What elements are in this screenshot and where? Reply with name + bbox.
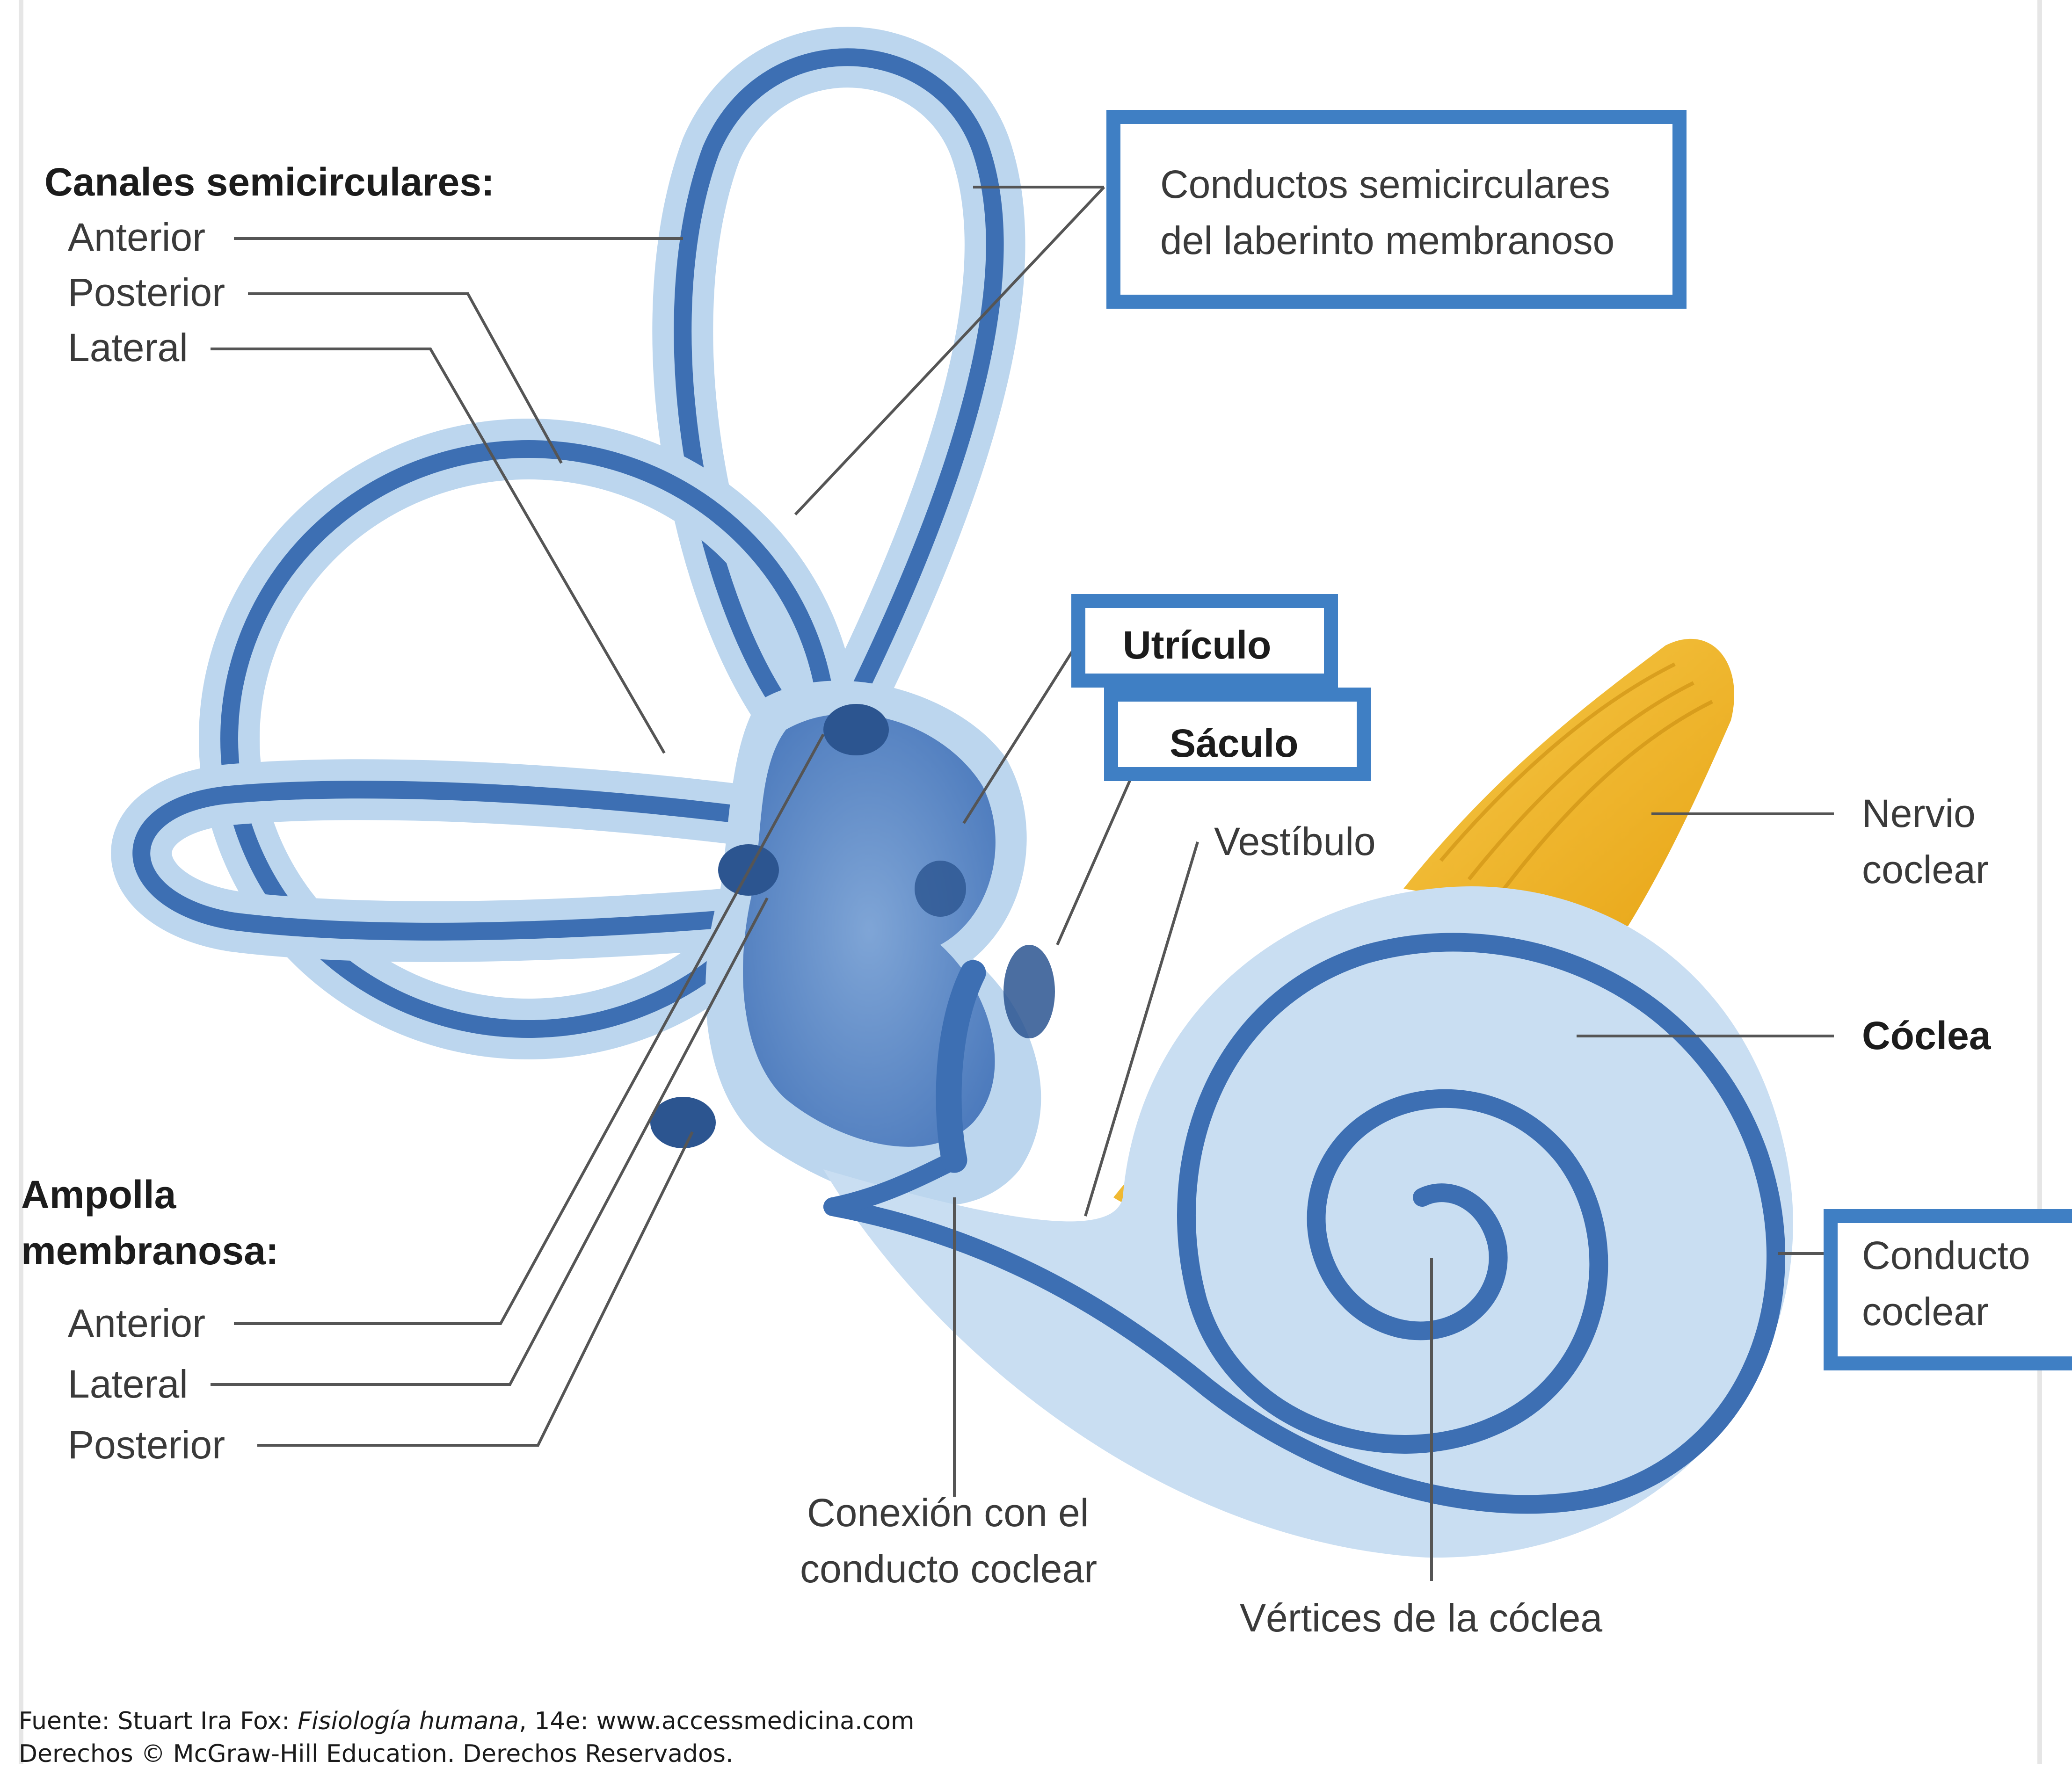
conexion-label-line1: Conexión con el — [807, 1485, 1089, 1540]
conexion-label-line2: conducto coclear — [800, 1541, 1097, 1596]
cochlea — [823, 886, 1793, 1558]
ampolla-header-line2: membranosa: — [21, 1223, 279, 1278]
conductos-label-line1: Conductos semicirculares — [1160, 157, 1610, 212]
conducto-coclear-label-line2: coclear — [1862, 1284, 1989, 1339]
vestibule — [650, 681, 1055, 1206]
nervio-label-line1: Nervio — [1862, 786, 1976, 841]
ampolla-posterior-label: Posterior — [68, 1417, 225, 1472]
ampolla-header-line1: Ampolla — [21, 1167, 176, 1222]
credit-book-title: Fisiología humana — [298, 1707, 519, 1735]
nervio-label-line2: coclear — [1862, 842, 1989, 897]
conducto-coclear-label-line1: Conducto — [1862, 1228, 2030, 1283]
conductos-label-line2: del laberinto membranoso — [1160, 213, 1614, 268]
canal-posterior-label: Posterior — [68, 265, 225, 320]
source-credit-line2: Derechos © McGraw-Hill Education. Derech… — [19, 1740, 734, 1768]
canal-anterior-label: Anterior — [68, 210, 205, 265]
vestibulo-label: Vestíbulo — [1214, 814, 1376, 869]
coclea-label: Cóclea — [1862, 1008, 1991, 1063]
source-credit-line1: Fuente: Stuart Ira Fox: Fisiología human… — [19, 1707, 915, 1735]
canal-lateral-label: Lateral — [68, 320, 188, 375]
credit-suffix: , 14e: www.accessmedicina.com — [519, 1707, 914, 1735]
saculo-label: Sáculo — [1170, 716, 1298, 771]
ampolla-anterior-label: Anterior — [68, 1296, 205, 1351]
credit-prefix: Fuente: Stuart Ira Fox: — [19, 1707, 298, 1735]
ampolla-lateral-label: Lateral — [68, 1356, 188, 1412]
vertices-label: Vértices de la cóclea — [1240, 1590, 1602, 1645]
utriculo-label: Utrículo — [1123, 617, 1271, 673]
canales-header: Canales semicirculares: — [44, 154, 494, 210]
